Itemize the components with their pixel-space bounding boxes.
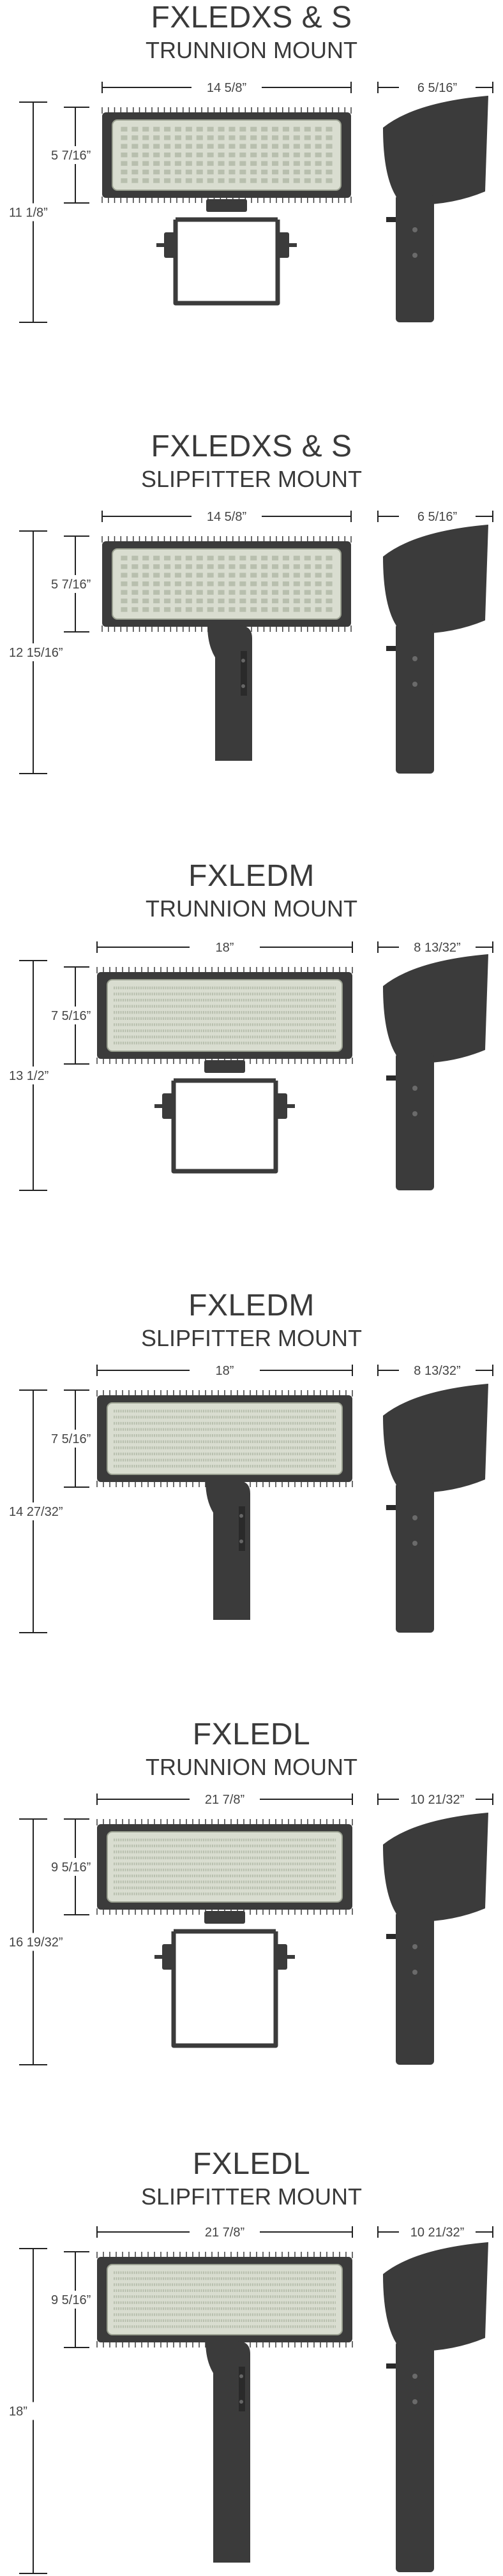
fixture-height-label: 5 7/16” (51, 149, 91, 163)
front-view-fixture (96, 2252, 353, 2348)
width-dimension-label: 21 7/8” (205, 1793, 244, 1807)
dimension-drawing: 21 7/8” 10 21/32” 16 19/32” (5, 1791, 493, 2065)
product-section: FXLEDL TRUNNION MOUNT 21 7/8” 10 21/32” (0, 1717, 503, 2146)
side-view-fixture (383, 96, 488, 322)
depth-dimension-label: 8 13/32” (414, 941, 460, 955)
model-title: FXLEDXS & S (151, 430, 352, 463)
dimension-drawing: 14 5/8” 6 5/16” 12 15/16” (5, 508, 493, 774)
overall-height-dimension: 12 15/16” (5, 530, 75, 774)
width-dimension: 18” (96, 1362, 353, 1379)
fixture-height-label: 7 5/16” (51, 1009, 91, 1023)
model-title: FXLEDM (188, 859, 315, 893)
mount-type-label: SLIPFITTER MOUNT (140, 1325, 362, 1351)
depth-dimension-label: 10 21/32” (410, 1793, 465, 1807)
trunnion-mount (154, 1911, 295, 2048)
product-section: FXLEDM TRUNNION MOUNT 18” 8 13/32” (0, 858, 503, 1287)
fixture-height-dimension: 9 5/16” (49, 1818, 103, 1915)
fixture-height-label: 7 5/16” (51, 1432, 91, 1446)
depth-dimension-label: 10 21/32” (410, 2226, 465, 2240)
product-section: FXLEDL SLIPFITTER MOUNT 21 7/8” 10 21/32… (0, 2146, 503, 2575)
side-view-fixture (383, 525, 488, 774)
front-view-fixture (96, 967, 353, 1064)
fixture-height-label: 9 5/16” (51, 1861, 91, 1875)
width-dimension-label: 14 5/8” (207, 81, 246, 95)
product-section: FXLEDM SLIPFITTER MOUNT 18” 8 13/32” (0, 1288, 503, 1717)
mount-type-label: TRUNNION MOUNT (146, 37, 357, 63)
depth-dimension-label: 8 13/32” (414, 1364, 460, 1378)
fixture-height-dimension: 5 7/16” (49, 107, 103, 204)
model-title: FXLEDM (188, 1289, 315, 1322)
fixture-height-label: 5 7/16” (51, 578, 91, 592)
dimension-drawing: 18” 8 13/32” 14 27/32” (5, 1362, 493, 1633)
side-view-fixture (383, 1384, 488, 1633)
slipfitter-mount (207, 625, 252, 761)
trunnion-mount (156, 199, 297, 306)
overall-height-dimension: 13 1/2” (5, 960, 75, 1191)
depth-dimension: 8 13/32” (377, 939, 493, 955)
front-view-fixture (101, 536, 352, 632)
width-dimension: 21 7/8” (96, 1791, 353, 1808)
width-dimension-label: 21 7/8” (205, 2226, 244, 2240)
mount-type-label: SLIPFITTER MOUNT (140, 466, 362, 492)
side-view-fixture (383, 1813, 488, 2065)
fixture-height-dimension: 9 5/16” (49, 2251, 103, 2348)
depth-dimension: 8 13/32” (377, 1362, 493, 1379)
depth-dimension: 10 21/32” (377, 2224, 493, 2240)
overall-height-dimension: 11 1/8” (5, 101, 75, 323)
product-section: FXLEDXS & S TRUNNION MOUNT 14 5/8” 6 5/1… (0, 0, 503, 429)
width-dimension: 14 5/8” (101, 79, 352, 96)
overall-height-label: 18” (9, 2405, 27, 2419)
depth-dimension-label: 6 5/16” (417, 510, 457, 524)
front-view-fixture (101, 107, 352, 203)
dimension-drawing: 21 7/8” 10 21/32” 18” (5, 2224, 493, 2574)
depth-dimension: 6 5/16” (377, 508, 493, 525)
model-title: FXLEDL (192, 2147, 311, 2181)
mount-type-label: SLIPFITTER MOUNT (140, 2183, 362, 2210)
product-section: FXLEDXS & S SLIPFITTER MOUNT 14 5/8” 6 5… (0, 429, 503, 858)
side-view-fixture (383, 2242, 488, 2572)
depth-dimension: 10 21/32” (377, 1791, 493, 1808)
overall-height-label: 16 19/32” (9, 1936, 63, 1950)
width-dimension: 21 7/8” (96, 2224, 353, 2240)
width-dimension-label: 18” (216, 941, 234, 955)
fixture-height-dimension: 5 7/16” (49, 535, 103, 633)
width-dimension-label: 14 5/8” (207, 510, 246, 524)
overall-height-dimension: 16 19/32” (5, 1818, 75, 2065)
slipfitter-mount (206, 1481, 250, 1620)
model-title: FXLEDXS & S (151, 1, 352, 34)
fixture-height-label: 9 5/16” (51, 2293, 91, 2307)
overall-height-dimension: 14 27/32” (5, 1389, 75, 1633)
width-dimension: 18” (96, 939, 353, 955)
trunnion-mount (154, 1060, 295, 1174)
overall-height-label: 12 15/16” (9, 646, 63, 660)
overall-height-label: 11 1/8” (9, 206, 48, 220)
depth-dimension-label: 6 5/16” (417, 81, 457, 95)
model-title: FXLEDL (192, 1718, 311, 1751)
dimension-drawing: 14 5/8” 6 5/16” 11 1/8” (5, 79, 493, 323)
overall-height-label: 13 1/2” (9, 1069, 49, 1083)
slipfitter-mount (206, 2341, 250, 2563)
mount-type-label: TRUNNION MOUNT (146, 895, 357, 922)
fixture-height-dimension: 7 5/16” (49, 966, 103, 1065)
depth-dimension: 6 5/16” (377, 79, 493, 96)
dimension-drawing: 18” 8 13/32” 13 1/2” (5, 939, 493, 1191)
width-dimension-label: 18” (216, 1364, 234, 1378)
overall-height-dimension: 18” (5, 2248, 75, 2574)
fixture-height-dimension: 7 5/16” (49, 1389, 103, 1488)
overall-height-label: 14 27/32” (9, 1505, 63, 1519)
front-view-fixture (96, 1390, 353, 1487)
front-view-fixture (96, 1819, 353, 1915)
width-dimension: 14 5/8” (101, 508, 352, 525)
mount-type-label: TRUNNION MOUNT (146, 1754, 357, 1780)
side-view-fixture (383, 954, 488, 1190)
